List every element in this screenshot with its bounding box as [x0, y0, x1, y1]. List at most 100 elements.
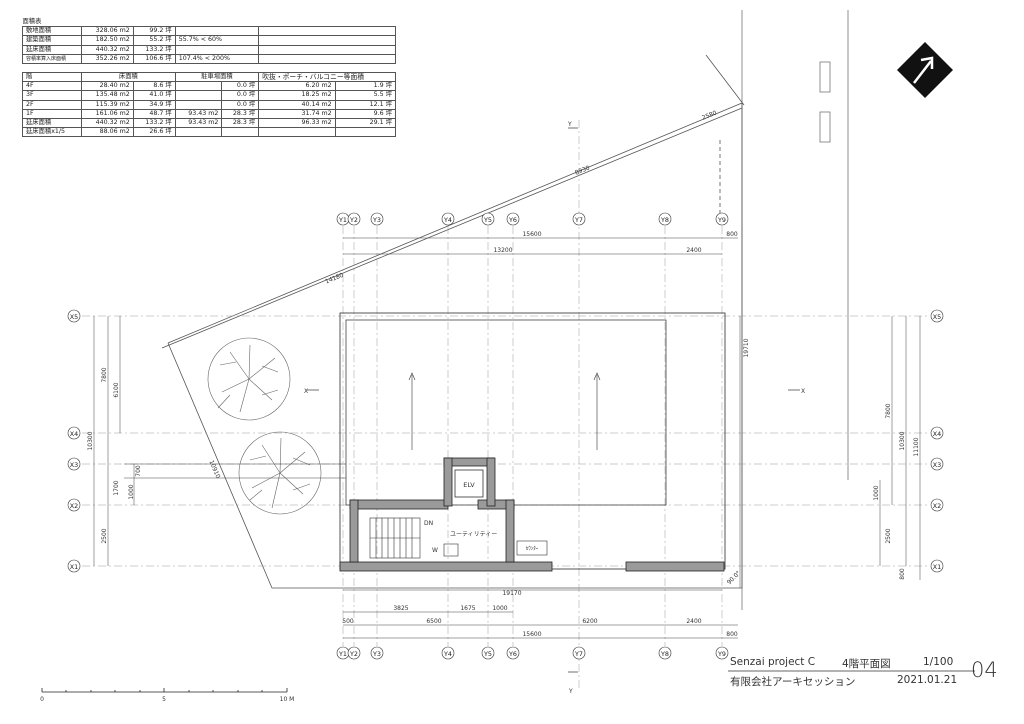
grid-label: Y3 [372, 216, 381, 224]
grid-bubbles-left [67, 309, 81, 573]
building-outline [339, 312, 726, 570]
elv-label: ELV [463, 481, 475, 489]
grid-label: Y7 [574, 216, 583, 224]
dim-text: 6100 [113, 382, 120, 397]
grid-label: X4 [70, 430, 78, 438]
area-table-title: 面積表 [22, 18, 42, 25]
dim-text: 500 [342, 618, 354, 625]
grid-label: X2 [933, 502, 941, 510]
section-mark-x-right: X [801, 388, 805, 395]
dim-text: 700 [135, 465, 142, 477]
section-mark-x-left: X [304, 388, 308, 395]
dim-text: 1675 [460, 605, 475, 612]
site-dim-text: 2580 [701, 109, 718, 121]
utility-room-label: ユーティリティー [450, 531, 497, 538]
section-marks [307, 127, 800, 673]
sheet-number: 04 [971, 658, 998, 682]
elevator [454, 469, 484, 498]
drawing-date: 2021.01.21 [897, 674, 958, 686]
counter-fixture [516, 540, 548, 556]
north-arrow-icon [897, 42, 953, 98]
grid-label: Y9 [717, 650, 726, 658]
dim-text: 13200 [493, 247, 512, 254]
grid-label: Y8 [660, 216, 669, 224]
grid-label: X4 [933, 430, 941, 438]
dim-text: 1000 [492, 605, 507, 612]
site-dim-text: 14180 [324, 272, 344, 286]
dim-text: 6500 [426, 618, 441, 625]
dim-text: 1000 [128, 484, 135, 499]
dim-text: 10300 [87, 431, 94, 450]
stair-dn-label: DN [424, 520, 433, 527]
grid-label: Y1 [338, 216, 347, 224]
scale-bar-label-5: 5 [162, 696, 166, 703]
project-name: Senzai project C [730, 656, 816, 668]
dim-text: 1000 [873, 485, 880, 500]
counter-label: ｶｳﾝﾀｰ [526, 546, 539, 552]
grid-label: Y8 [660, 650, 669, 658]
scale-bar [41, 688, 288, 693]
dim-text: 10300 [899, 431, 906, 450]
grid-label: Y9 [717, 216, 726, 224]
road-lines [741, 10, 849, 610]
scale-bar-label-10: 10 M [280, 696, 295, 703]
void-arrows [408, 372, 601, 450]
grid-label: Y6 [508, 216, 517, 224]
dimension-lines [93, 237, 921, 639]
utility-box [443, 543, 459, 557]
section-mark-y-top: Y [567, 121, 572, 128]
washer-label: W [432, 547, 438, 554]
site-dim-text: 10910 [207, 459, 221, 479]
table-header-row: 階床面積駐車場面積吹抜・ポーチ・バルコニー等面積 [21, 72, 396, 83]
dim-text: 19170 [502, 590, 521, 597]
dim-text: 15600 [522, 231, 541, 238]
dim-text: 15600 [522, 631, 541, 638]
company-name: 有限会社アーキセッション [730, 676, 856, 688]
grid-label: Y6 [508, 650, 517, 658]
grid-label: X1 [933, 563, 941, 571]
grid-label: Y5 [483, 650, 492, 658]
grid-label: X1 [70, 563, 78, 571]
scale-bar-label-0: 0 [40, 696, 44, 703]
dim-text: 19710 [743, 338, 750, 357]
dim-text: 6200 [582, 618, 597, 625]
dim-text: 7800 [885, 403, 892, 418]
dim-text: 3825 [393, 605, 408, 612]
dim-text: 2400 [686, 618, 701, 625]
grid-label: Y2 [349, 216, 358, 224]
grid-label: X3 [70, 461, 78, 469]
dim-text: 11100 [913, 437, 920, 456]
grid-label: Y4 [443, 650, 452, 658]
staircase [369, 517, 421, 559]
drawing-title: 4階平面図 [842, 658, 891, 670]
site-dim-text: 90.0° [726, 570, 743, 587]
dim-text: 2500 [101, 528, 108, 543]
dim-text: 2400 [686, 247, 701, 254]
grid-label: Y4 [443, 216, 452, 224]
site-boundary [161, 54, 745, 589]
tree-icon [207, 337, 291, 421]
dim-text: 800 [726, 631, 738, 638]
grid-label: X3 [933, 461, 941, 469]
tree-icon [238, 431, 322, 515]
grid-bubbles-bottom [336, 646, 729, 660]
drawing-scale: 1/100 [923, 656, 954, 668]
site-dim-text: 8930 [574, 164, 591, 176]
grid-label: Y3 [372, 650, 381, 658]
dim-text: 7800 [101, 367, 108, 382]
grid-bubbles-right [930, 309, 944, 573]
dim-text: 1700 [113, 480, 120, 495]
grid-label: X2 [70, 502, 78, 510]
dim-text: 2500 [885, 528, 892, 543]
walls [339, 457, 725, 572]
grid-bubbles-top [336, 212, 729, 226]
